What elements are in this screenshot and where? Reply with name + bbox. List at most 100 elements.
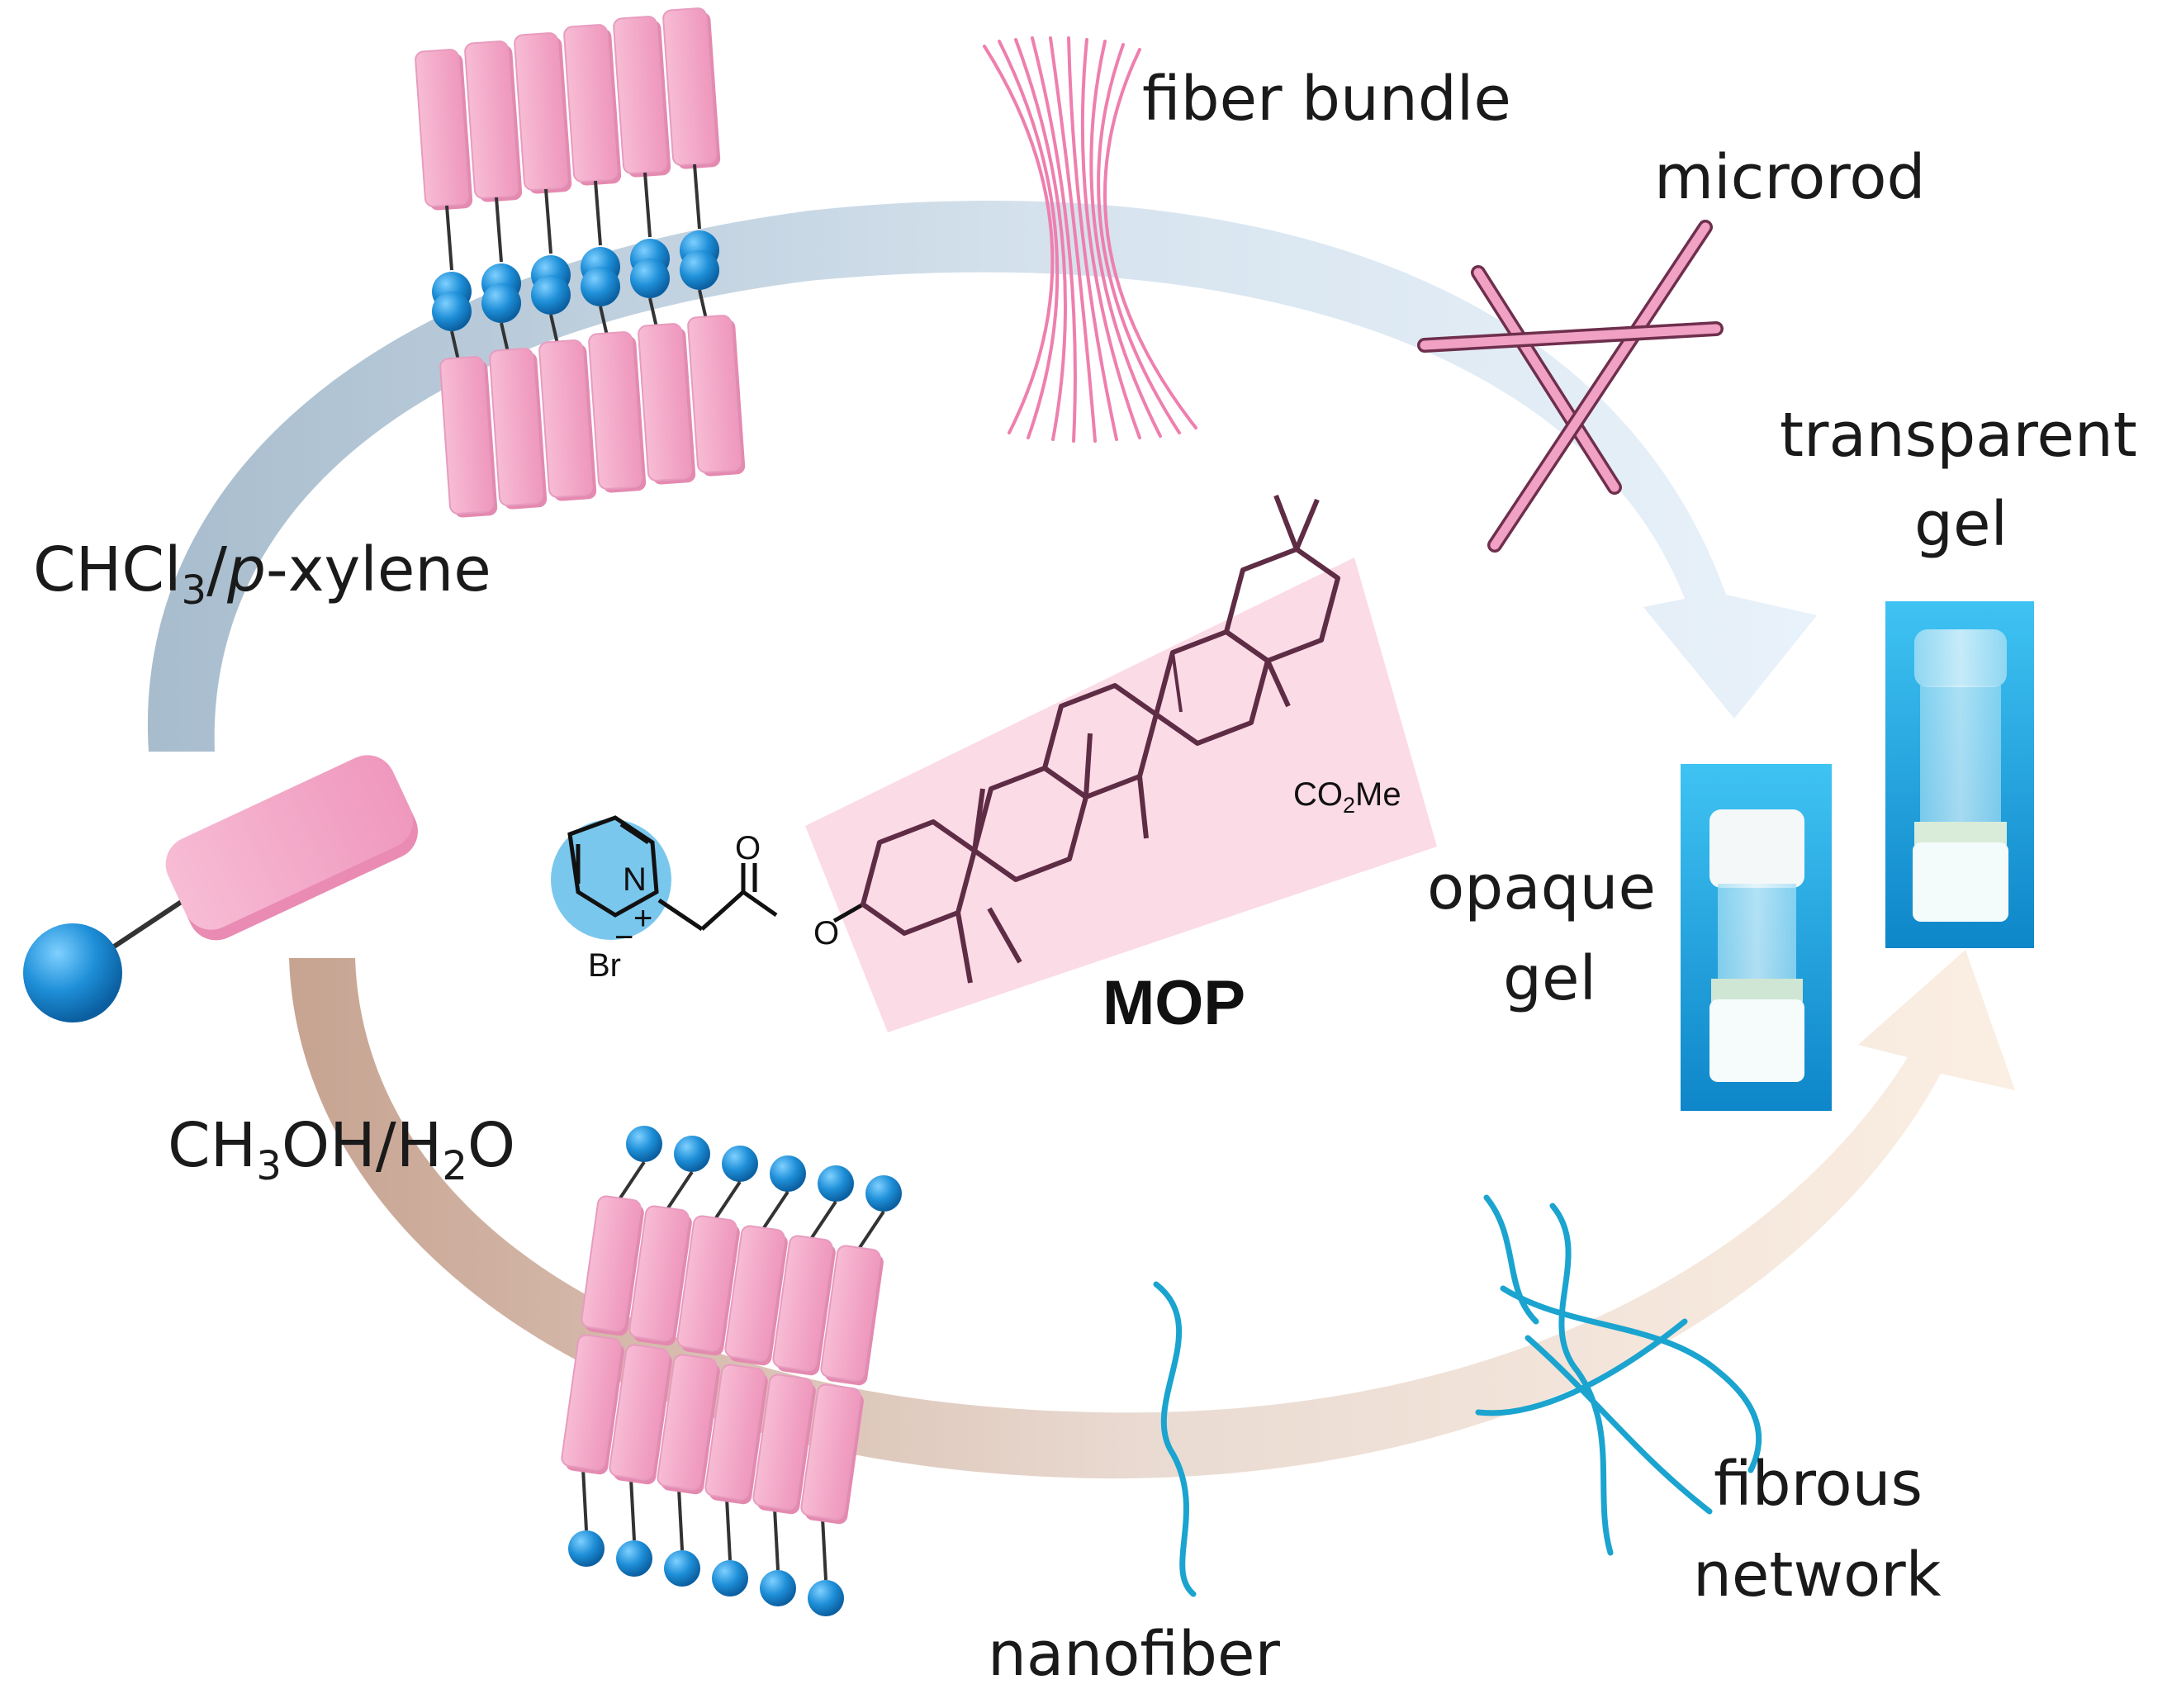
fibrous-label: fibrous: [1714, 1449, 1923, 1520]
linker: [821, 1517, 827, 1581]
linker: [445, 205, 453, 271]
pink-block: [772, 1235, 836, 1376]
solvent-bottom-label: CH3OH/H2O: [168, 1110, 515, 1189]
charge-plus: +: [633, 900, 652, 937]
head-ball: [568, 1530, 605, 1567]
head-ball: [616, 1540, 652, 1577]
lower-bilayer-bottom-heads: [568, 1530, 844, 1616]
pink-block: [820, 1245, 884, 1386]
nanofiber-icon: [1153, 1281, 1197, 1597]
linker: [809, 1200, 837, 1241]
fiber-bundle-icon: [983, 36, 1197, 443]
pink-block: [638, 323, 696, 485]
linker: [581, 1468, 588, 1531]
pink-block: [724, 1225, 788, 1366]
transparent-gel-vial-photo: [1885, 601, 2034, 948]
pink-block: [662, 7, 721, 169]
pink-block: [752, 1374, 816, 1515]
lower-bilayer-blocks: [561, 1195, 884, 1525]
carbonyl-oxygen-label: O: [735, 830, 761, 866]
pyridinium-highlight: [551, 819, 671, 940]
lower-bilayer-linkers: [581, 1160, 885, 1581]
linker: [761, 1190, 790, 1231]
fiber-bundle-label: fiber bundle: [1142, 64, 1511, 135]
pink-block: [800, 1383, 864, 1525]
pink-block: [588, 331, 647, 493]
nanofiber-label: nanofiber: [988, 1619, 1281, 1690]
pink-block: [464, 40, 523, 202]
single-amphiphile-icon: [23, 755, 418, 1022]
head-ball: [481, 283, 521, 323]
lower-bilayer-assembly: [561, 1126, 902, 1616]
ester-oxygen-label: O: [813, 915, 839, 951]
head-ball: [712, 1560, 748, 1597]
pink-block: [613, 16, 671, 178]
head-ball: [722, 1146, 758, 1182]
charge-minus: −: [614, 919, 633, 956]
head-ball: [770, 1155, 806, 1192]
opaque-gel-vial-photo: [1681, 764, 1832, 1111]
head-ball: [626, 1126, 662, 1162]
fibrous-network-icon: [1475, 1194, 1762, 1556]
linker: [594, 180, 602, 246]
opaque-label: opaque: [1427, 852, 1656, 923]
solvent-top-label: CHCl3/p-xylene: [33, 534, 491, 614]
co2me-label: CO2Me: [1293, 776, 1401, 818]
pink-block: [628, 1205, 692, 1346]
linker: [773, 1507, 780, 1571]
linker: [495, 197, 503, 263]
pink-block: [538, 339, 597, 501]
head-ball: [680, 250, 719, 290]
pink-block: [657, 1354, 720, 1495]
upper-bilayer-assembly: [415, 7, 746, 518]
lower-bilayer-top-heads: [626, 1126, 902, 1212]
bromide-label: Br: [588, 947, 621, 984]
upper-bilayer-bottom-blocks: [439, 315, 746, 518]
head-ball: [581, 267, 620, 306]
linker: [677, 1487, 684, 1551]
linker: [629, 1478, 636, 1541]
linker: [725, 1497, 732, 1561]
linker: [544, 188, 552, 254]
pink-block: [581, 1195, 644, 1336]
linker: [618, 1160, 646, 1201]
pink-block: [439, 356, 498, 518]
pink-block: [489, 348, 548, 510]
linker: [857, 1210, 885, 1250]
mop-highlight-box: [805, 557, 1437, 1032]
pink-block: [563, 24, 622, 186]
linker: [693, 164, 701, 230]
mop-structure: Br N + − O O CO2Me MOP: [551, 494, 1437, 1038]
linker: [666, 1170, 694, 1211]
transparent-gel-label: gel: [1914, 489, 2008, 560]
lower-arrow-band: [289, 950, 2015, 1479]
head-ball: [664, 1550, 700, 1587]
head-ball: [674, 1136, 710, 1172]
mop-label: MOP: [1102, 968, 1245, 1038]
upper-bilayer-top-blocks: [415, 7, 721, 211]
upper-arrow-band: [147, 200, 1818, 752]
microrod-label: microrod: [1654, 142, 1925, 213]
pink-block: [676, 1215, 740, 1356]
upper-bilayer-heads: [432, 230, 719, 331]
pink-block: [687, 315, 746, 477]
head-ball: [818, 1165, 854, 1202]
head-ball: [808, 1580, 844, 1616]
linker: [643, 172, 652, 238]
pink-block: [514, 32, 572, 194]
pink-block: [415, 49, 473, 211]
pink-block: [609, 1344, 672, 1485]
head-ball: [432, 292, 472, 331]
network-label: network: [1693, 1540, 1942, 1611]
linker: [714, 1180, 742, 1221]
microrod-icon: [1417, 220, 1724, 553]
head-ball: [865, 1175, 902, 1212]
pink-block: [704, 1364, 768, 1505]
transparent-label: transparent: [1780, 400, 2137, 471]
head-ball: [630, 259, 670, 298]
head-ball: [760, 1570, 796, 1606]
opaque-gel-label: gel: [1503, 943, 1596, 1014]
pink-block: [561, 1334, 624, 1475]
nitrogen-label: N: [623, 861, 647, 898]
